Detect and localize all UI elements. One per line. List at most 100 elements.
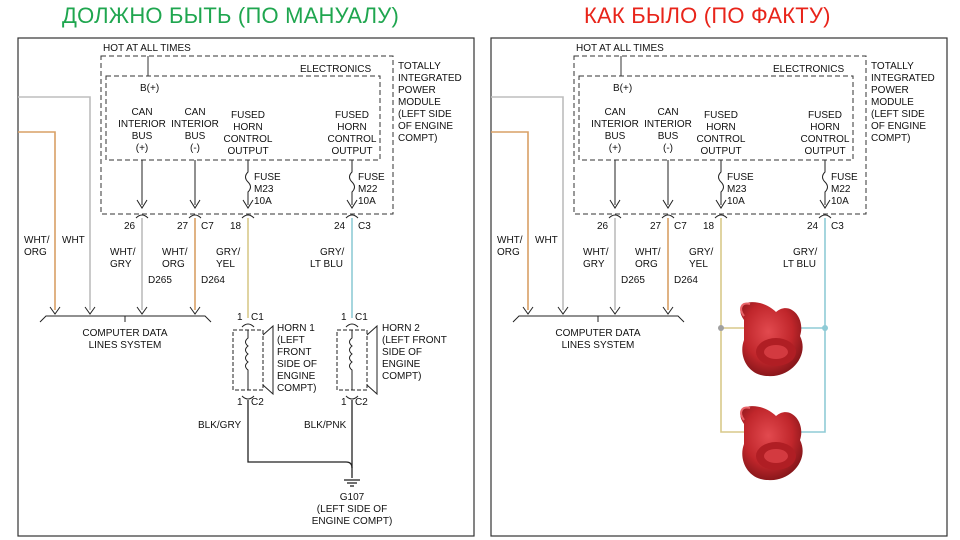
svg-text:WHT/: WHT/ — [24, 235, 50, 246]
electronics-box — [105, 75, 381, 161]
svg-text:OUTPUT: OUTPUT — [700, 146, 741, 157]
svg-text:FUSE: FUSE — [254, 172, 281, 183]
title-should-be: ДОЛЖНО БЫТЬ (ПО МАНУАЛУ) — [62, 3, 399, 28]
fuse-m23-symbol — [242, 160, 254, 209]
svg-text:C7: C7 — [674, 221, 687, 232]
svg-text:INTERIOR: INTERIOR — [644, 119, 692, 130]
svg-text:BLK/GRY: BLK/GRY — [198, 420, 241, 431]
svg-text:24: 24 — [807, 221, 819, 232]
svg-text:(+): (+) — [609, 143, 622, 154]
svg-text:INTERIOR: INTERIOR — [591, 119, 639, 130]
bplus-label: B(+) — [140, 83, 159, 94]
svg-text:C1: C1 — [355, 312, 368, 323]
panel-frame — [17, 37, 475, 537]
svg-text:CONTROL: CONTROL — [697, 134, 746, 145]
svg-text:CONTROL: CONTROL — [224, 134, 273, 145]
svg-text:26: 26 — [124, 221, 136, 232]
svg-text:LT BLU: LT BLU — [783, 259, 816, 270]
svg-text:FUSE: FUSE — [727, 172, 754, 183]
svg-text:ENGINE COMPT): ENGINE COMPT) — [312, 516, 393, 527]
svg-text:COMPT): COMPT) — [277, 383, 316, 394]
svg-text:WHT/: WHT/ — [635, 247, 661, 258]
svg-text:(LEFT SIDE OF: (LEFT SIDE OF — [317, 504, 387, 515]
wire-wht — [18, 96, 91, 310]
svg-text:(LEFT SIDE: (LEFT SIDE — [871, 109, 925, 120]
svg-text:26: 26 — [597, 221, 609, 232]
svg-text:CAN: CAN — [604, 107, 625, 118]
svg-text:C3: C3 — [831, 221, 844, 232]
svg-text:D264: D264 — [674, 275, 698, 286]
panel-manual: HOT AT ALL TIMES B(+) ELECTRONICS TOTALL… — [17, 37, 475, 537]
data-lines-label-1: LINES SYSTEM — [89, 340, 162, 351]
svg-text:1: 1 — [341, 397, 347, 408]
svg-text:HORN: HORN — [810, 122, 839, 133]
svg-text:WHT: WHT — [62, 235, 85, 246]
svg-text:24: 24 — [334, 221, 346, 232]
svg-text:OUTPUT: OUTPUT — [804, 146, 845, 157]
tipm-label-3: MODULE — [398, 97, 441, 108]
tipm-label-6: COMPT) — [398, 133, 437, 144]
svg-text:10A: 10A — [727, 196, 745, 207]
svg-text:WHT: WHT — [535, 235, 558, 246]
svg-text:C2: C2 — [251, 397, 264, 408]
svg-text:ENGINE: ENGINE — [382, 359, 421, 370]
svg-text:TOTALLY: TOTALLY — [871, 61, 914, 72]
svg-text:G107: G107 — [340, 492, 365, 503]
svg-text:GRY: GRY — [583, 259, 605, 270]
svg-text:OUTPUT: OUTPUT — [227, 146, 268, 157]
svg-text:COMPUTER DATA: COMPUTER DATA — [555, 328, 641, 339]
svg-text:FUSED: FUSED — [704, 110, 738, 121]
svg-text:HORN: HORN — [337, 122, 366, 133]
svg-text:BUS: BUS — [605, 131, 626, 142]
svg-text:LT BLU: LT BLU — [310, 259, 343, 270]
svg-text:ELECTRONICS: ELECTRONICS — [773, 64, 844, 75]
svg-text:C7: C7 — [201, 221, 214, 232]
svg-text:M22: M22 — [831, 184, 851, 195]
svg-text:1: 1 — [237, 312, 243, 323]
svg-text:GRY/: GRY/ — [793, 247, 817, 258]
hot-label: HOT AT ALL TIMES — [103, 43, 191, 54]
svg-text:YEL: YEL — [216, 259, 235, 270]
svg-text:FUSED: FUSED — [231, 110, 265, 121]
svg-text:1: 1 — [341, 312, 347, 323]
svg-text:WHT/: WHT/ — [497, 235, 523, 246]
title-as-was: КАК БЫЛО (ПО ФАКТУ) — [584, 3, 831, 28]
svg-text:C1: C1 — [251, 312, 264, 323]
svg-text:WHT/: WHT/ — [110, 247, 136, 258]
svg-text:ORG: ORG — [24, 247, 47, 258]
svg-text:(-): (-) — [190, 143, 200, 154]
svg-text:C2: C2 — [355, 397, 368, 408]
wire-wht-org — [18, 131, 56, 310]
svg-text:10A: 10A — [831, 196, 849, 207]
svg-text:WHT/: WHT/ — [162, 247, 188, 258]
svg-text:M22: M22 — [358, 184, 378, 195]
tipm-label-0: TOTALLY — [398, 61, 441, 72]
svg-text:C3: C3 — [358, 221, 371, 232]
tipm-label-2: POWER — [398, 85, 436, 96]
svg-text:27: 27 — [650, 221, 662, 232]
svg-text:YEL: YEL — [689, 259, 708, 270]
svg-text:OF ENGINE: OF ENGINE — [871, 121, 926, 132]
svg-text:10A: 10A — [254, 196, 272, 207]
svg-text:INTEGRATED: INTEGRATED — [871, 73, 935, 84]
svg-text:FUSE: FUSE — [831, 172, 858, 183]
svg-text:D264: D264 — [201, 275, 225, 286]
svg-text:FUSED: FUSED — [335, 110, 369, 121]
panel-frame — [490, 37, 948, 537]
svg-text:BLK/PNK: BLK/PNK — [304, 420, 347, 431]
svg-text:(LEFT: (LEFT — [277, 335, 305, 346]
svg-text:(-): (-) — [663, 143, 673, 154]
svg-text:COMPT): COMPT) — [871, 133, 910, 144]
svg-text:FUSED: FUSED — [808, 110, 842, 121]
horn1-symbol: 1 C1 1 C2 — [232, 312, 274, 408]
svg-text:SIDE OF: SIDE OF — [382, 347, 422, 358]
svg-text:D265: D265 — [621, 275, 645, 286]
svg-text:OUTPUT: OUTPUT — [331, 146, 372, 157]
svg-text:HORN 2: HORN 2 — [382, 323, 420, 334]
svg-text:LINES SYSTEM: LINES SYSTEM — [562, 340, 635, 351]
svg-text:BUS: BUS — [132, 131, 153, 142]
svg-text:ORG: ORG — [497, 247, 520, 258]
svg-text:FUSE: FUSE — [358, 172, 385, 183]
ground-symbol-icon — [344, 479, 360, 487]
